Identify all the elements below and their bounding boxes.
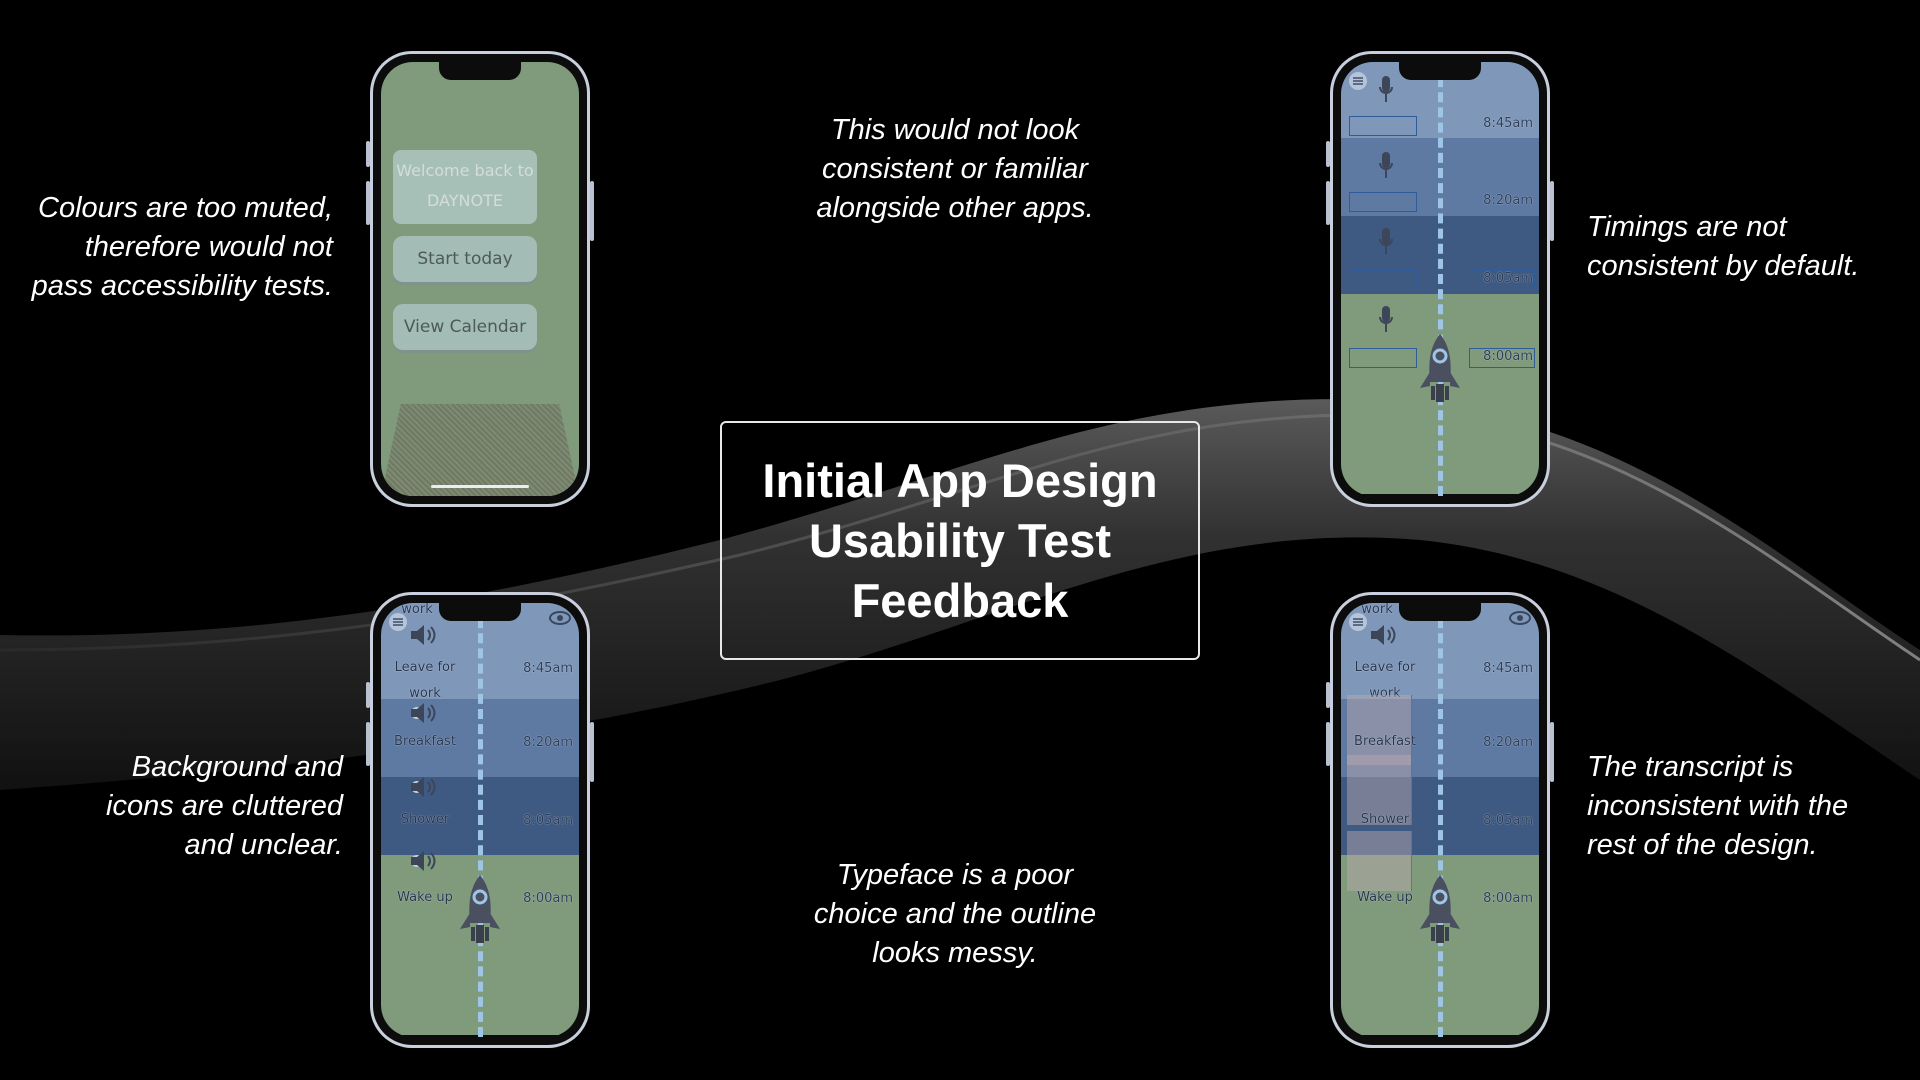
menu-icon[interactable]	[389, 613, 407, 631]
phone-notch	[439, 62, 521, 80]
speaker-icon[interactable]	[409, 701, 439, 725]
time-label: 8:45am	[1483, 116, 1533, 131]
microphone-icon[interactable]	[1379, 228, 1393, 256]
eye-icon[interactable]	[549, 611, 571, 625]
speaker-icon[interactable]	[409, 849, 439, 873]
label-input-box[interactable]	[1349, 116, 1417, 136]
transcript-bubble[interactable]	[1347, 695, 1412, 765]
phone-notch	[1399, 62, 1481, 80]
slide-title: Initial App Design Usability Test Feedba…	[762, 453, 1158, 627]
task-label: Breakfast	[394, 734, 456, 749]
home-indicator	[431, 485, 529, 488]
transcript-bubble[interactable]	[1347, 755, 1412, 825]
time-box[interactable]	[1469, 348, 1535, 368]
phone-home-screen: Welcome back to DAYNOTE Start today View…	[366, 51, 594, 507]
routine-screen: work Leave for work 8:45am Breakfast 8:2…	[381, 603, 579, 1037]
label-input-box[interactable]	[1349, 270, 1417, 290]
time-label: 8:20am	[523, 735, 573, 750]
time-label: 8:05am	[1483, 271, 1533, 286]
time-label: 8:20am	[1483, 735, 1533, 750]
microphone-icon[interactable]	[1379, 76, 1393, 104]
task-label: Leave for work	[394, 660, 456, 701]
phone-transcript-screen: work Leave for work 8:45am Breakfast 8:2…	[1326, 592, 1554, 1048]
rocket-icon	[1420, 334, 1460, 402]
speaker-icon[interactable]	[409, 775, 439, 799]
label-input-box[interactable]	[1349, 192, 1417, 212]
transcript-screen: work Leave for work 8:45am Breakfast 8:2…	[1341, 603, 1539, 1037]
task-label: Shower	[400, 812, 450, 827]
task-label: Breakfast	[1354, 734, 1416, 749]
note-cluttered-icons: Background and icons are cluttered and u…	[106, 751, 343, 861]
timeline-dashed-line	[478, 603, 483, 1037]
timeline-screen: 8:45am 8:20am 8:05am 8:00am	[1341, 62, 1539, 496]
label-input-box[interactable]	[1349, 348, 1417, 368]
welcome-banner: Welcome back to DAYNOTE	[393, 150, 537, 224]
rocket-icon	[460, 875, 500, 943]
microphone-icon[interactable]	[1379, 306, 1393, 334]
task-label: Leave for work	[1354, 660, 1416, 701]
menu-icon[interactable]	[1349, 72, 1367, 90]
task-label-partial: work	[401, 603, 433, 617]
note-timings: Timings are not consistent by default.	[1587, 211, 1860, 282]
task-label: Wake up	[397, 890, 453, 905]
eye-icon[interactable]	[1509, 611, 1531, 625]
note-transcript: The transcript is inconsistent with the …	[1587, 751, 1849, 861]
time-label: 8:00am	[1483, 349, 1533, 364]
view-calendar-button[interactable]: View Calendar	[393, 304, 537, 350]
time-label: 8:45am	[523, 661, 573, 676]
rocket-icon	[1420, 875, 1460, 943]
phone-routine-screen: work Leave for work 8:45am Breakfast 8:2…	[366, 592, 594, 1048]
phone-notch	[1399, 603, 1481, 621]
note-consistency: This would not look consistent or famili…	[816, 114, 1094, 224]
title-box: Initial App Design Usability Test Feedba…	[720, 421, 1200, 660]
note-colours-muted: Colours are too muted, therefore would n…	[31, 192, 333, 302]
time-label: 8:45am	[1483, 661, 1533, 676]
phone-timeline-screen: 8:45am 8:20am 8:05am 8:00am	[1326, 51, 1554, 507]
task-label: Shower	[1360, 812, 1410, 827]
speaker-icon[interactable]	[409, 623, 439, 647]
speaker-icon[interactable]	[1369, 623, 1399, 647]
microphone-icon[interactable]	[1379, 152, 1393, 180]
time-label: 8:05am	[523, 813, 573, 828]
home-screen: Welcome back to DAYNOTE Start today View…	[381, 62, 579, 496]
phone-notch	[439, 603, 521, 621]
time-box[interactable]	[1469, 270, 1535, 290]
task-label: Wake up	[1357, 890, 1413, 905]
time-label: 8:20am	[1483, 193, 1533, 208]
time-label: 8:00am	[523, 891, 573, 906]
time-label: 8:00am	[1483, 891, 1533, 906]
textured-hill-decoration	[381, 404, 579, 496]
note-typeface: Typeface is a poor choice and the outlin…	[813, 859, 1097, 969]
transcript-bubble[interactable]	[1347, 831, 1412, 891]
start-today-button[interactable]: Start today	[393, 236, 537, 282]
timeline-dashed-line	[1438, 603, 1443, 1037]
time-label: 8:05am	[1483, 813, 1533, 828]
timeline-dashed-line	[1438, 62, 1443, 496]
task-label-partial: work	[1361, 603, 1393, 617]
menu-icon[interactable]	[1349, 613, 1367, 631]
